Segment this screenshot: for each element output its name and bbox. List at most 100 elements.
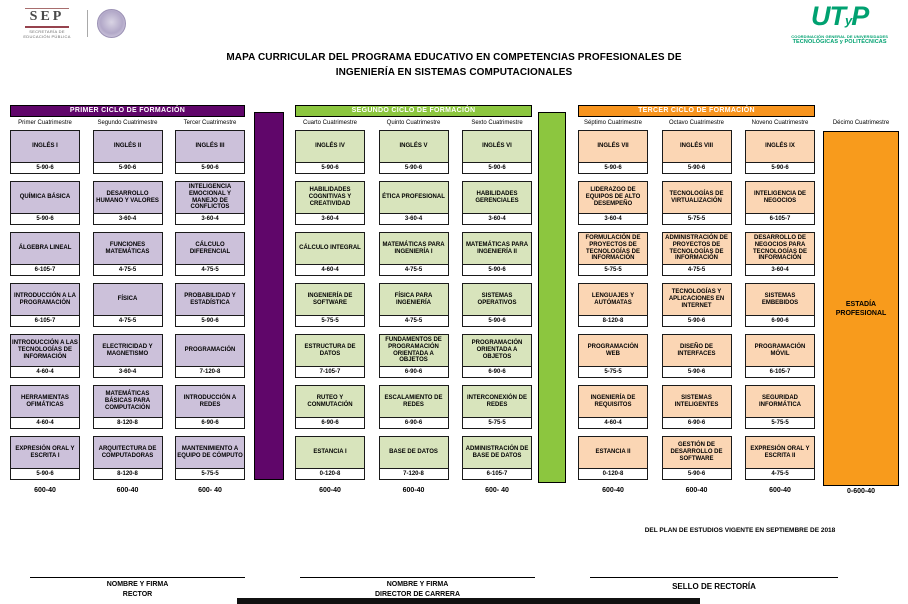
quarter-total: 600-40 <box>685 487 708 494</box>
page-title: MAPA CURRICULAR DEL PROGRAMA EDUCATIVO E… <box>0 51 908 80</box>
course-hours: 4-75-5 <box>379 264 448 275</box>
course-hours: 0-120-8 <box>579 468 647 479</box>
course-hours: 5-75-5 <box>746 417 814 428</box>
course-hours: 5-90-6 <box>662 162 731 173</box>
course-title: INGLÉS III <box>176 131 244 162</box>
course-hours: 4-60-4 <box>11 417 79 428</box>
course-title: CÁLCULO INTEGRAL <box>296 233 364 264</box>
course-title: INTRODUCCIÓN A LAS TECNOLOGÍAS DE INFORM… <box>11 335 79 366</box>
quarter-total: 0-600-40 <box>846 488 876 495</box>
course-hours: 4-75-5 <box>662 264 731 275</box>
quarter-total: 600-40 <box>769 487 791 494</box>
utp-subtitle: COORDINACIÓN GENERAL DE UNIVERSIDADES TE… <box>791 34 888 45</box>
course-title: SISTEMAS EMBEBIDOS <box>746 284 814 315</box>
sep-acronym: SEP <box>24 8 70 28</box>
quarter-total: 600-40 <box>602 487 624 494</box>
course-box: INTELIGENCIA EMOCIONAL Y MANEJO DE CONFL… <box>175 181 245 225</box>
cycle-section-segundo: SEGUNDO CICLO DE FORMACIÓN Cuarto Cuatri… <box>295 105 532 494</box>
course-title: DESARROLLO DE NEGOCIOS PARA TECNOLOGÍAS … <box>746 233 814 264</box>
signature-block-sello: SELLO DE RECTORÍA <box>590 577 838 592</box>
divider-bar-green <box>538 112 566 483</box>
course-hours: 8-120-8 <box>93 417 162 428</box>
course-hours: 4-75-5 <box>379 315 448 326</box>
course-hours: 8-120-8 <box>93 468 162 479</box>
course-hours: 4-75-5 <box>93 315 162 326</box>
course-hours: 5-90-6 <box>11 213 79 224</box>
course-title: ADMINISTRACIÓN DE BASE DE DATOS <box>463 437 531 468</box>
course-title: INGENIERÍA DE SOFTWARE <box>296 284 364 315</box>
course-title: INTRODUCCIÓN A LA PROGRAMACIÓN <box>11 284 79 315</box>
course-hours: 3-60-4 <box>93 366 162 377</box>
course-hours: 5-90-6 <box>176 162 244 173</box>
cycle-header: PRIMER CICLO DE FORMACIÓN <box>10 105 245 117</box>
course-hours: 5-90-6 <box>746 162 814 173</box>
course-title: EXPRESIÓN ORAL Y ESCRITA I <box>11 437 79 468</box>
course-title: SISTEMAS INTELIGENTES <box>662 386 731 417</box>
course-hours: 5-90-6 <box>662 366 731 377</box>
course-hours: 3-60-4 <box>579 213 647 224</box>
course-title: DESARROLLO HUMANO Y VALORES <box>93 182 162 213</box>
course-hours: 5-90-6 <box>176 315 244 326</box>
course-hours: 7-120-8 <box>176 366 244 377</box>
course-title: INTELIGENCIA EMOCIONAL Y MANEJO DE CONFL… <box>176 182 244 213</box>
course-hours: 6-105-7 <box>11 264 79 275</box>
course-title: RUTEO Y CONMUTACIÓN <box>296 386 364 417</box>
signature-line <box>30 577 245 578</box>
course-title: FUNCIONES MATEMÁTICAS <box>93 233 162 264</box>
course-hours: 4-75-5 <box>746 468 814 479</box>
course-hours: 3-60-4 <box>176 213 244 224</box>
course-hours: 5-90-6 <box>463 162 531 173</box>
course-hours: 6-105-7 <box>746 366 814 377</box>
course-title: INTERCONEXIÓN DE REDES <box>463 386 531 417</box>
course-title: ARQUITECTURA DE COMPUTADORAS <box>93 437 162 468</box>
cycle-header: TERCER CICLO DE FORMACIÓN <box>578 105 815 117</box>
course-title: LIDERAZGO DE EQUIPOS DE ALTO DESEMPEÑO <box>579 182 647 213</box>
course-hours: 0-120-8 <box>296 468 364 479</box>
course-title: HERRAMIENTAS OFIMÁTICAS <box>11 386 79 417</box>
course-title: SISTEMAS OPERATIVOS <box>463 284 531 315</box>
course-hours: 5-90-6 <box>379 162 448 173</box>
course-hours: 3-60-4 <box>379 213 448 224</box>
course-box: DESARROLLO DE NEGOCIOS PARA TECNOLOGÍAS … <box>745 232 815 276</box>
course-title: FORMULACIÓN DE PROYECTOS DE TECNOLOGÍAS … <box>579 233 647 264</box>
course-hours: 5-75-5 <box>296 315 364 326</box>
course-title: PROGRAMACIÓN ORIENTADA A OBJETOS <box>463 335 531 366</box>
quarter-label: Décimo Cuatrimestre <box>832 120 890 126</box>
utp-glyph-icon: UTyP <box>811 1 869 31</box>
course-title: PROGRAMACIÓN <box>176 335 244 366</box>
course-hours: 5-90-6 <box>579 162 647 173</box>
course-hours: 5-90-6 <box>11 468 79 479</box>
course-box: INTRODUCCIÓN A LAS TECNOLOGÍAS DE INFORM… <box>10 334 80 378</box>
course-hours: 4-75-5 <box>176 264 244 275</box>
course-hours: 7-105-7 <box>296 366 364 377</box>
quarter-total: 600-40 <box>319 487 341 494</box>
course-hours: 3-60-4 <box>93 213 162 224</box>
plan-validity-note: DEL PLAN DE ESTUDIOS VIGENTE EN SEPTIEMB… <box>644 527 836 534</box>
course-hours: 5-75-5 <box>176 468 244 479</box>
course-title: ADMINISTRACIÓN DE PROYECTOS DE TECNOLOGÍ… <box>662 233 731 264</box>
course-hours: 6-90-6 <box>379 366 448 377</box>
estadia-profesional-box: ESTADÍA PROFESIONAL <box>823 131 899 486</box>
signature-block-director: NOMBRE Y FIRMA DIRECTOR DE CARRERA <box>300 577 535 600</box>
quarter-label: Primer Cuatrimestre <box>18 120 72 126</box>
course-hours: 5-90-6 <box>662 468 731 479</box>
